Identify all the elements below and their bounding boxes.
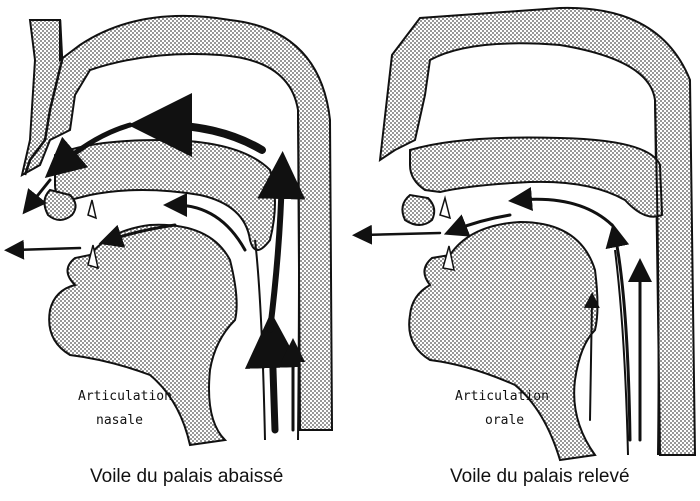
left-inner-label-line2: nasale	[96, 413, 143, 428]
left-tongue	[49, 225, 237, 445]
right-inner-label-line2: orale	[485, 413, 524, 428]
left-upper-lip	[44, 190, 75, 220]
left-upper-teeth	[88, 200, 96, 218]
left-vocal-tract	[22, 16, 332, 445]
left-caption: Voile du palais abaissé	[90, 466, 283, 488]
left-inner-label-line1: Articulation	[78, 389, 172, 404]
left-pharynx-wall	[298, 110, 299, 440]
right-inner-label-line1: Articulation	[455, 389, 549, 404]
right-arrow-mouth-exit	[362, 233, 440, 235]
right-upper-teeth	[440, 198, 450, 218]
right-arrow-oral-back	[520, 199, 612, 225]
right-upper-lip	[402, 195, 434, 225]
right-palate	[410, 138, 662, 217]
left-pharynx-front	[255, 240, 265, 440]
left-arrow-mouth-exit	[14, 248, 80, 250]
right-caption: Voile du palais relevé	[450, 466, 630, 488]
left-arrow-pharynx-up-1	[272, 340, 275, 430]
